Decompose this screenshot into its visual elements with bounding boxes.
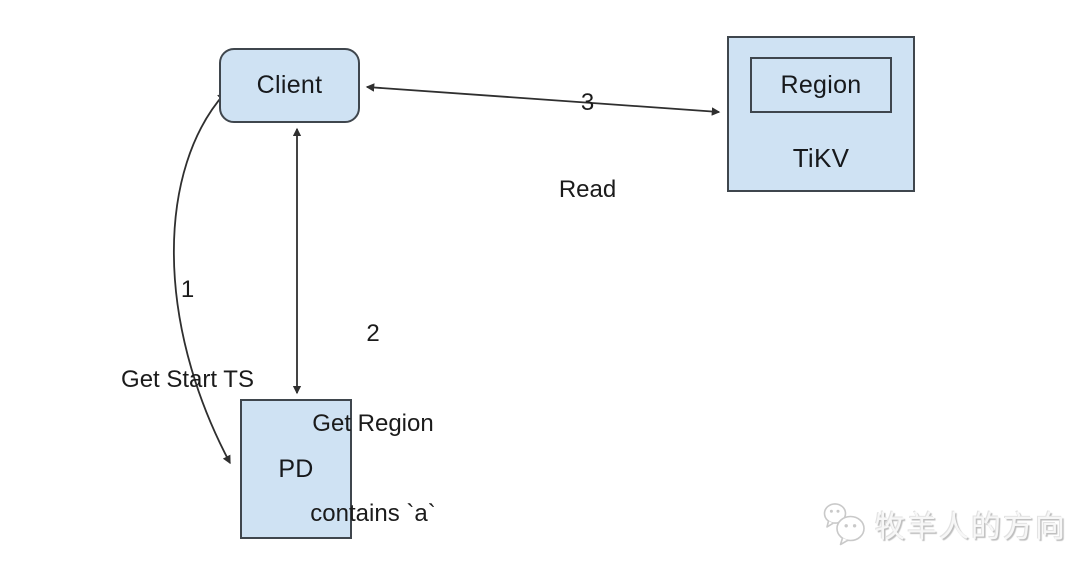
edge-label-read: 3 Read <box>495 30 680 262</box>
arrow-get-start-ts <box>173 92 231 465</box>
node-region-label: Region <box>780 70 862 99</box>
arrow-read <box>365 83 721 116</box>
node-pd: PD <box>240 399 352 539</box>
edge-step-number: 2 <box>366 320 380 347</box>
node-tikv-label: TiKV <box>792 143 850 173</box>
edge-step-number: 3 <box>580 89 595 116</box>
wechat-icon <box>823 503 865 546</box>
edge-label-text: Get Start TS <box>121 366 254 393</box>
watermark: 牧羊人的方向 <box>822 499 1067 549</box>
edge-label-get-region: 2 Get Region contains `a` <box>283 259 463 574</box>
edge-step-number: 1 <box>180 276 195 303</box>
watermark-text: 牧羊人的方向 <box>875 511 1067 544</box>
node-client: Client <box>219 48 360 123</box>
node-region: Region <box>750 57 892 113</box>
node-pd-label: PD <box>278 454 314 483</box>
edge-label-get-start-ts: 1 Get Start TS <box>95 215 280 455</box>
edge-label-text-line2: contains `a` <box>310 500 436 527</box>
edge-label-text: Read <box>558 176 617 203</box>
node-client-label: Client <box>256 71 323 99</box>
edge-label-text-line1: Get Region <box>312 410 434 437</box>
